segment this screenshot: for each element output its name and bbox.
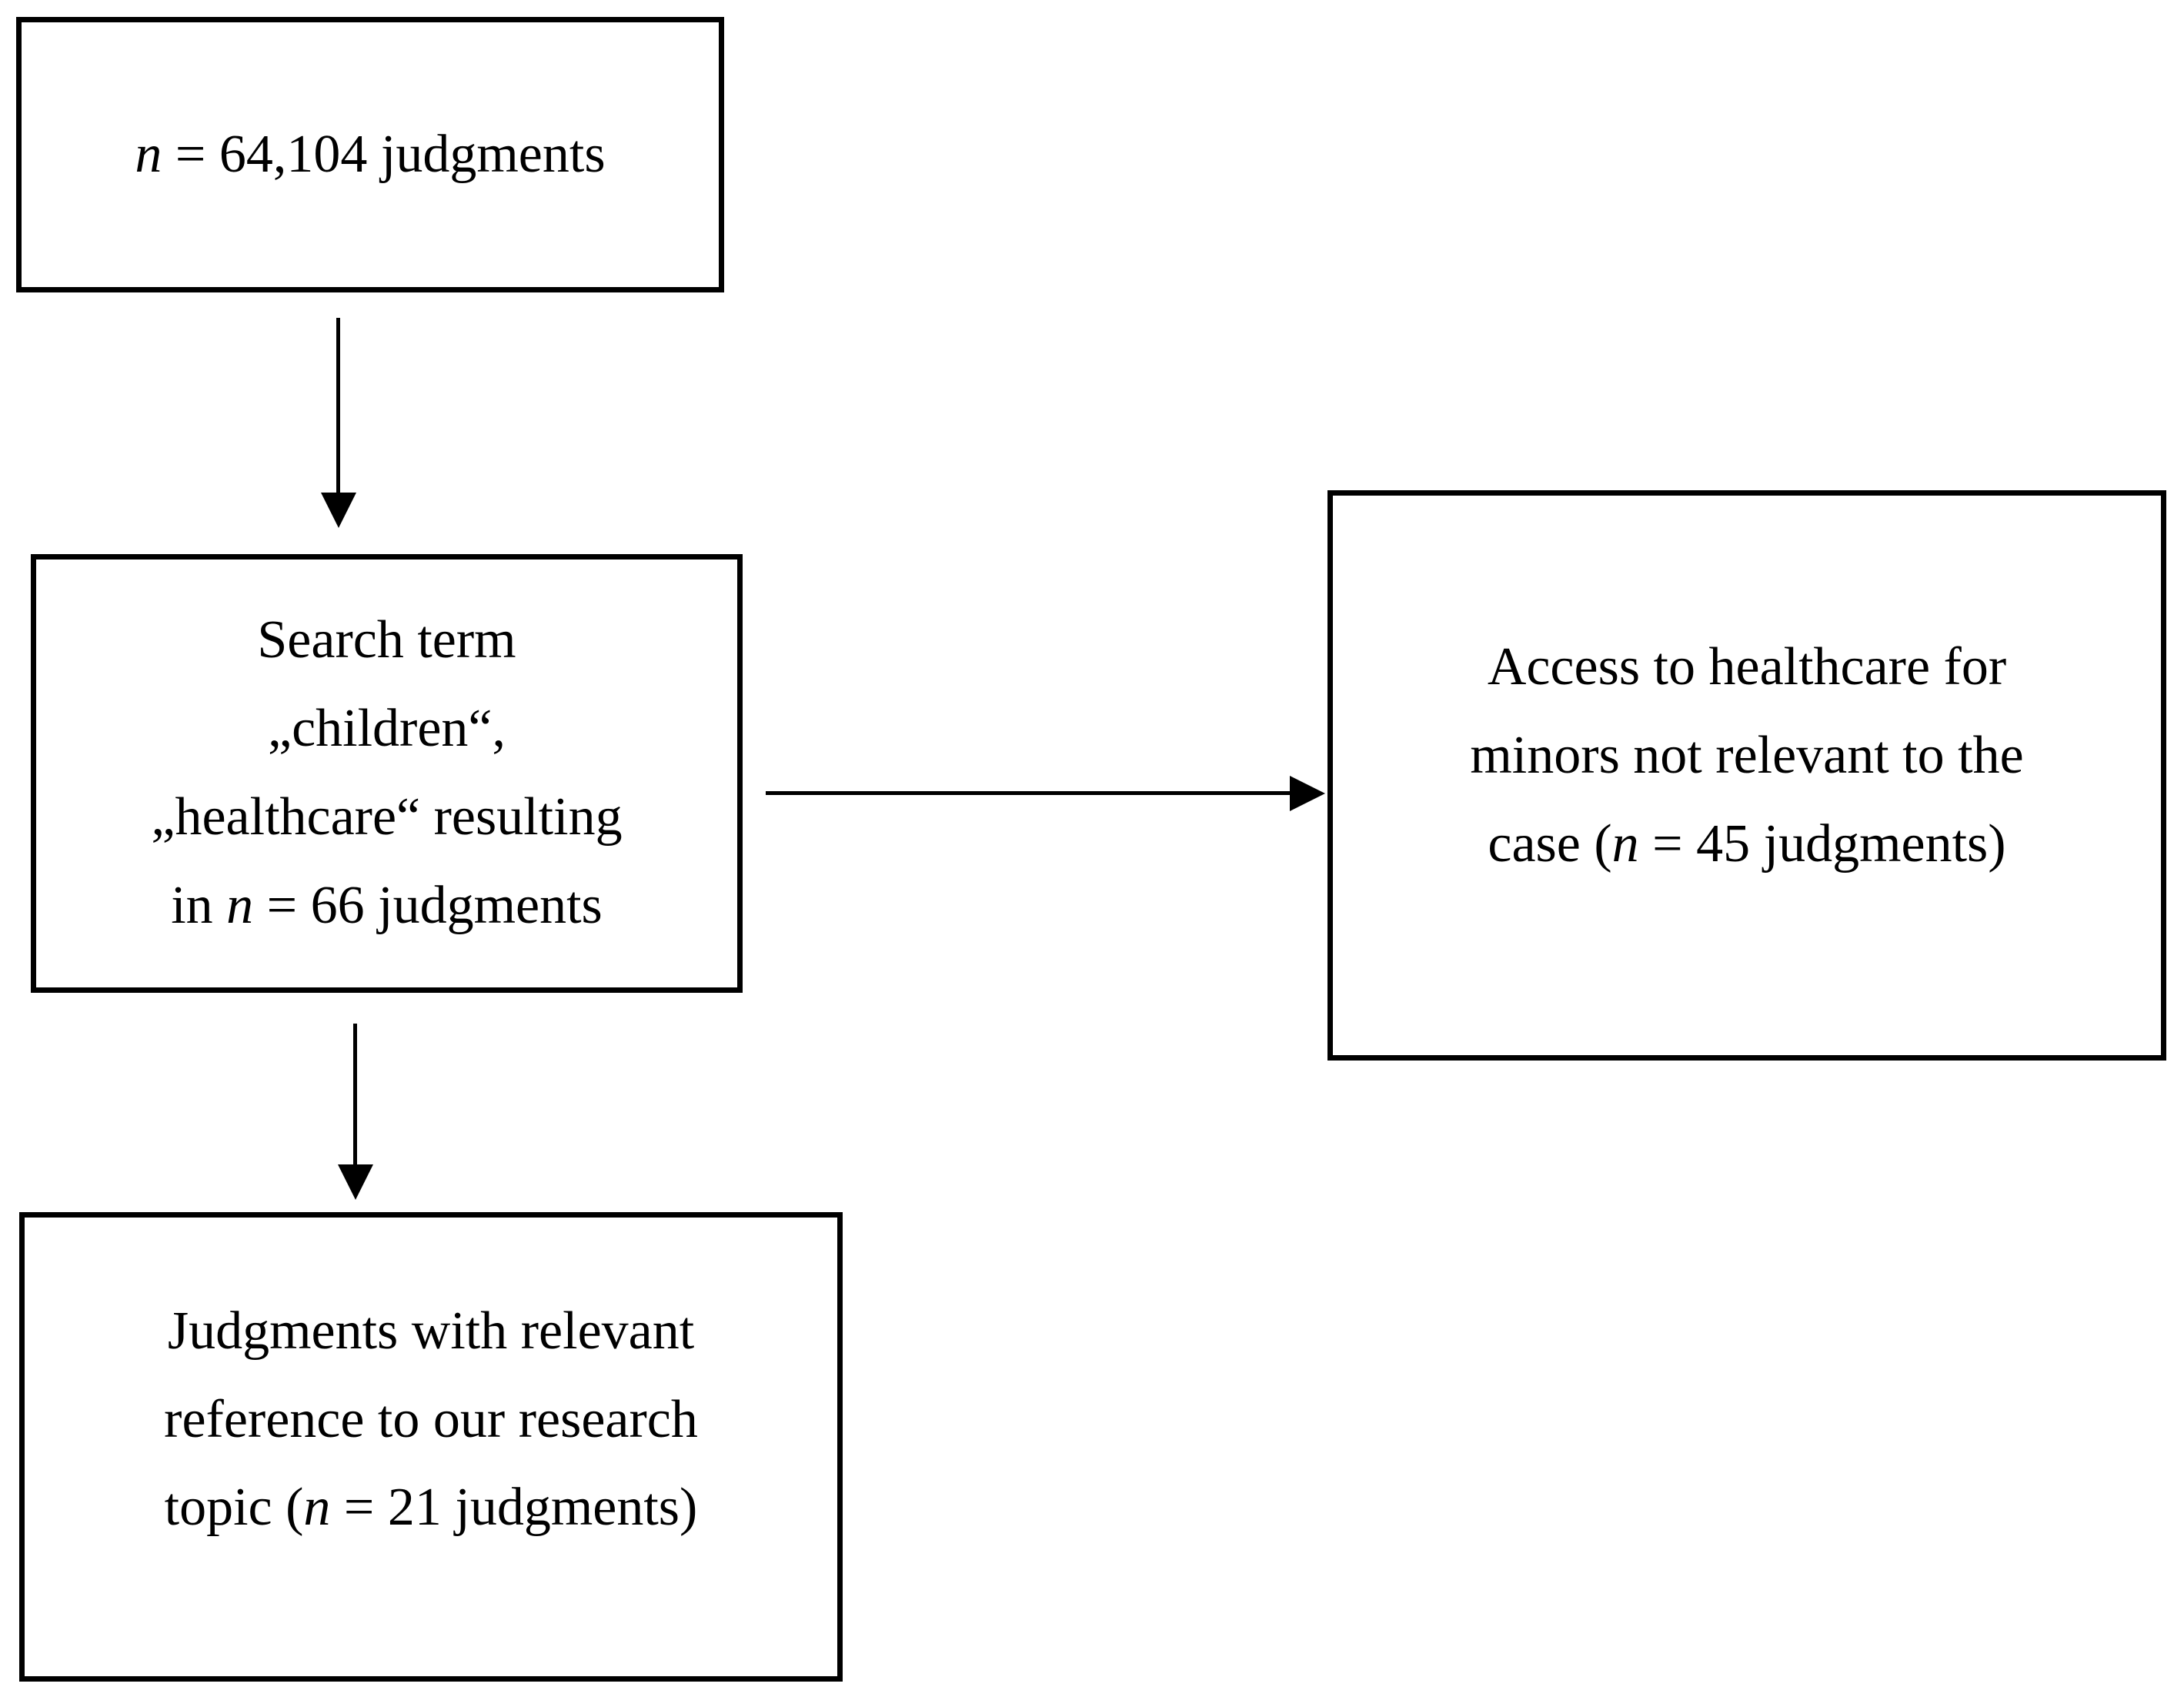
arrow-right-head: [1290, 776, 1325, 811]
box-included-judgments: Judgments with relevant reference to our…: [19, 1212, 843, 1682]
stat-n-italic: n: [226, 875, 254, 935]
text-segment: topic (: [164, 1478, 304, 1538]
text-segment: Access to healthcare for: [1487, 637, 2007, 697]
text-segment: minors not relevant to the: [1470, 726, 2024, 786]
text-line: reference to our research: [164, 1376, 698, 1465]
text-line: topic (n = 21 judgments): [165, 1464, 698, 1552]
stat-n-italic: n: [1611, 813, 1639, 874]
text-segment: Judgments with relevant: [167, 1301, 695, 1361]
arrow-right-line: [766, 791, 1291, 795]
stat-n-italic: n: [135, 124, 162, 184]
box-search-term: Search term „children“, „healthcare“ res…: [31, 554, 743, 993]
text-line: n = 64,104 judgments: [135, 111, 605, 199]
text-line: „children“,: [268, 685, 506, 773]
text-line: minors not relevant to the: [1470, 712, 2023, 800]
text-line: Judgments with relevant: [168, 1288, 694, 1376]
stat-n-italic: n: [303, 1478, 331, 1538]
text-segment: = 21 judgments): [330, 1478, 698, 1538]
text-segment: „children“,: [268, 699, 506, 759]
text-segment: = 66 judgments: [253, 875, 603, 935]
text-line: „healthcare“ resulting: [151, 773, 622, 862]
text-segment: in: [171, 875, 227, 935]
text-segment: = 64,104 judgments: [162, 124, 606, 184]
arrow-down-2-line: [353, 1024, 357, 1166]
text-segment: case (: [1488, 813, 1612, 874]
text-segment: „healthcare“ resulting: [151, 787, 623, 847]
text-line: in n = 66 judgments: [171, 862, 603, 950]
box-excluded-judgments: Access to healthcare for minors not rele…: [1327, 490, 2166, 1061]
arrow-down-1-line: [336, 318, 340, 495]
text-line: Access to healthcare for: [1488, 623, 2006, 712]
arrow-down-1-head: [321, 493, 356, 528]
arrow-down-2-head: [338, 1164, 373, 1200]
text-line: case (n = 45 judgments): [1488, 800, 2005, 889]
text-line: Search term: [257, 596, 516, 685]
box-total-judgments: n = 64,104 judgments: [16, 17, 724, 292]
text-segment: = 45 judgments): [1638, 813, 2006, 874]
text-segment: reference to our research: [164, 1389, 698, 1449]
text-segment: Search term: [257, 610, 516, 670]
